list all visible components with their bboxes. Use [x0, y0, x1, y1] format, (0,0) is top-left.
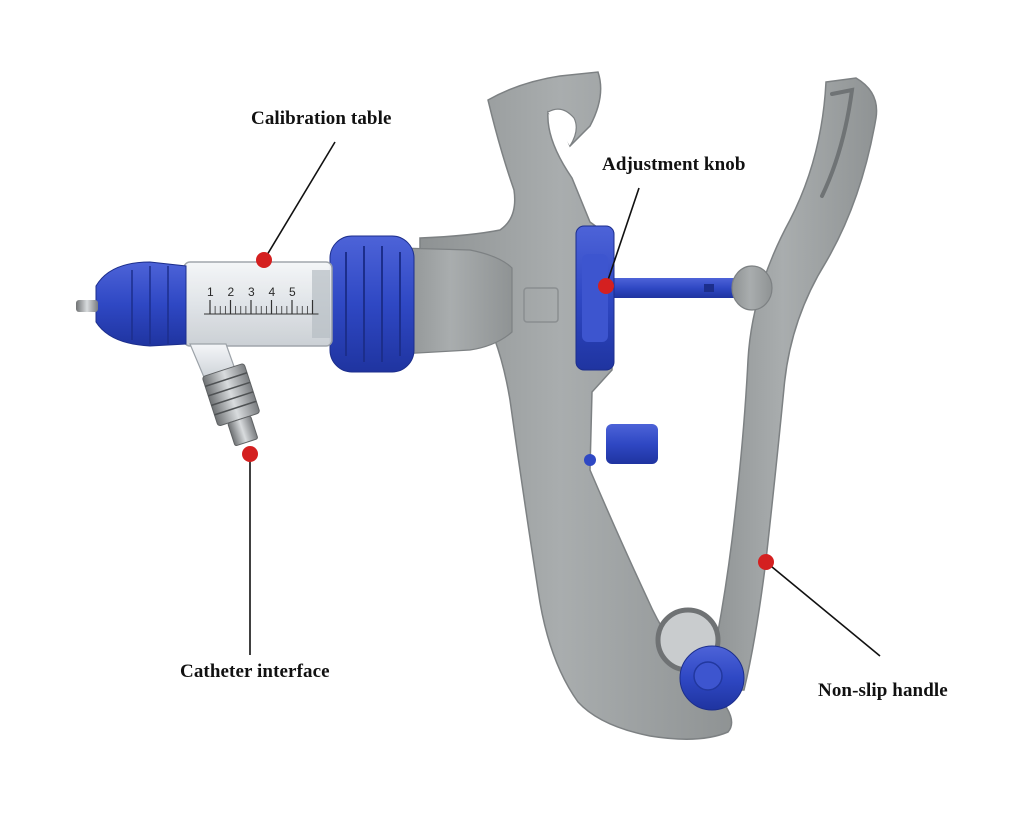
leader-adjustment — [605, 187, 640, 287]
scale-number: 5 — [289, 285, 296, 299]
rod-joint — [731, 265, 773, 311]
callout-adjustment-knob: Adjustment knob — [602, 154, 746, 175]
knob-face — [582, 254, 608, 342]
pivot-knob-cap — [693, 661, 723, 691]
marker-adjustment — [598, 278, 614, 294]
scale-number: 4 — [269, 285, 276, 299]
calibration-barrel — [183, 261, 333, 347]
marker-calibration — [256, 252, 272, 268]
callout-calibration-table: Calibration table — [251, 108, 392, 129]
barrel-connector — [399, 247, 513, 355]
nozzle-cap — [95, 261, 187, 347]
catheter-fitting — [202, 363, 260, 447]
rod-slot — [704, 284, 714, 292]
callout-catheter-interface: Catheter interface — [180, 661, 330, 682]
calibration-scale — [204, 300, 319, 315]
marker-handle — [758, 554, 774, 570]
side-dot — [584, 454, 596, 466]
side-valve — [606, 424, 658, 464]
leader-calibration — [263, 141, 336, 261]
scale-number: 2 — [228, 285, 235, 299]
plunger-rod — [604, 278, 742, 298]
callout-non-slip-handle: Non-slip handle — [818, 680, 948, 701]
barrel-plunger-seal — [312, 270, 330, 338]
grip-hook — [547, 108, 577, 147]
needle-tip — [76, 300, 98, 312]
barrel-nut — [329, 235, 415, 373]
scale-number: 1 — [207, 285, 214, 299]
rear-handle-slot — [820, 87, 855, 198]
leader-handle — [765, 561, 881, 657]
body-indicator-window — [523, 287, 559, 323]
marker-catheter — [242, 446, 258, 462]
scale-number: 3 — [248, 285, 255, 299]
